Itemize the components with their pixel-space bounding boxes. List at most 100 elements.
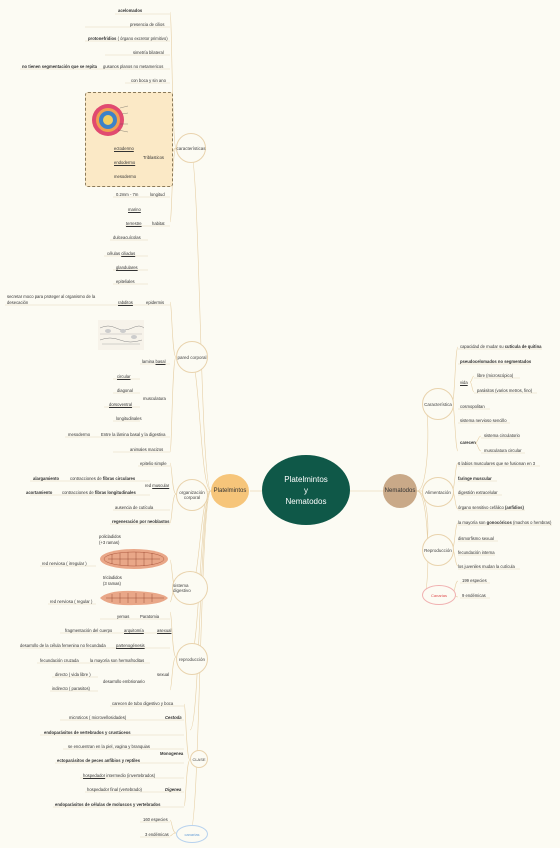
node-plat-canarias[interactable]: canarias: [176, 825, 208, 843]
node-caracteristicas[interactable]: características: [176, 133, 206, 163]
musculatura-longitudinales: longitudinales: [116, 416, 142, 421]
policladido-illustration: [100, 549, 168, 569]
acortamiento-label: acortamiento: [26, 490, 53, 495]
mesodermo-label: mesodermo: [68, 432, 91, 437]
capa-ectodermo: ectodermo: [114, 146, 134, 151]
plat-canarias-endemicas: 3 endémicas: [145, 832, 169, 837]
yemas: yemas: [117, 614, 130, 619]
nema-digestion: digestión extracelular: [458, 490, 498, 495]
node-nematodos[interactable]: Nematodos: [383, 474, 417, 508]
clase-item-5: ectoparásitos de peces anfibios y reptil…: [57, 758, 141, 763]
musculatura-label: musculatura: [143, 396, 166, 401]
epidermis-glandulares: glandulares: [116, 265, 138, 270]
digenea-label: Digenea: [165, 787, 182, 792]
regeneracion-neoblastos: regeneración por neoblastos: [112, 519, 170, 524]
node-sistema-digestivo[interactable]: sistema digestivo: [172, 571, 208, 605]
epidermis-illustration: [98, 320, 144, 350]
caract-item-acelomados: acelomados: [118, 8, 143, 13]
habitat-label: habitat: [152, 221, 165, 226]
nema-sistema-circulatorio: sistema circulatorio: [484, 433, 520, 438]
nema-sistema-nervioso: sistema nervioso sencillo: [460, 418, 507, 423]
caract-item-boca: con boca y sin ano: [131, 78, 166, 83]
caract-item-gusanos: gusanos planos no metamericos: [103, 64, 164, 69]
contracciones-longitudinales: contracciones de fibras longitudinales: [62, 490, 136, 495]
triblastic-diagram-illustration: [92, 104, 129, 136]
lamina-basal: lamina basal: [142, 359, 166, 364]
nema-musculatura-circular: musculatura circular: [484, 448, 522, 453]
monogenea-label: Monogenea: [160, 751, 184, 756]
fragmentacion: fragmentación del cuerpo: [65, 628, 113, 633]
desarrollo-femenina: desarrollo de la célula femenina no fecu…: [20, 643, 106, 648]
red-nerviosa-irregular: red nerviosa ( irregular ): [42, 561, 87, 566]
contracciones-circulares: contracciones de fibras circulares: [70, 476, 136, 481]
longitud-label: longitud: [150, 192, 165, 197]
capa-endodermo: endodermo: [114, 160, 136, 165]
red-muscular: red muscular: [145, 483, 170, 488]
ausencia-cuticula: ausencia de cutícula: [115, 505, 154, 510]
desarrollo-embrionario: desarrollo embrionario: [103, 679, 145, 684]
node-reproduccion[interactable]: reproducción: [176, 643, 208, 675]
nema-canarias-endemicas: 9 endémicas: [462, 593, 486, 598]
habitat-marino: marino: [128, 207, 141, 212]
entre-lamina: Entre la lámina basal y la digestiva: [101, 432, 166, 437]
node-nema-canarias[interactable]: Canarias: [422, 585, 456, 605]
clase-item-8: endoparásitos de células de moluscos y v…: [55, 802, 161, 807]
caract-item-cilios: presencia de cilios: [130, 22, 165, 27]
nema-organo-sensitivo: órgano sensitivo cefálico (anfidios): [458, 505, 524, 510]
node-platelmintos[interactable]: Platelmintos: [211, 474, 249, 508]
nema-vida-parasitos: parásitos (varios metros, fino): [477, 388, 533, 393]
plat-canarias-especies: 160 especies: [143, 817, 168, 822]
node-nema-caracteristica[interactable]: Característica: [422, 388, 454, 420]
epidermis-epiteliales: epiteliales: [116, 279, 135, 284]
policladidos-label: policladidos(+3 ramas): [99, 534, 121, 545]
nema-pseudocelomados: pseudocelomados no segmentados: [460, 359, 532, 364]
nema-cuticula: capacidad de mudar su cutícula de quitin…: [460, 344, 542, 349]
nema-vida-libre: libre (microscópico): [477, 373, 514, 378]
arquitomia: arquitomía: [124, 628, 144, 633]
nema-vida-label: vida: [460, 380, 468, 385]
habitat-dulceacuicolas: dulceacuícolas: [113, 235, 141, 240]
nema-juveniles: los juveniles mudan la cutícula: [458, 564, 515, 569]
epidermis-rabditos: rabditos: [118, 300, 133, 305]
tricladidos-label: tricladidos(3 ramas): [103, 575, 122, 586]
partenogenesis: partenogénesis: [116, 643, 145, 648]
node-nema-reproduccion[interactable]: Reproducción: [422, 534, 454, 566]
nema-dimorfismo: dismorfismo sexual: [458, 536, 494, 541]
capa-mesodermo: mesodermo: [114, 174, 137, 179]
nema-cosmopolitan: cosmopolitan: [460, 404, 485, 409]
triblasticos-label: Triblasticos: [143, 155, 165, 160]
cestoda-label: Cestoda: [165, 715, 182, 720]
node-nema-alimentacion[interactable]: Alimentación: [422, 477, 454, 507]
nema-faringe: faringe muscular: [458, 476, 492, 481]
epidermis-moco: secretar moco para proteger al organismo…: [7, 294, 96, 305]
fecundacion-cruzada: fecundación cruzada: [40, 658, 79, 663]
nema-carecen-label: carecen: [460, 440, 476, 445]
caract-item-simetria: simetría bilateral: [133, 50, 164, 55]
indirecto-parasitos: indirecto ( parasitos): [52, 686, 90, 691]
epitelio-simple: epitelio simple: [140, 461, 167, 466]
directo-vida-libre: directo ( vida libre ): [55, 672, 91, 677]
hermafroditas: la mayoría son hermafroditas: [90, 658, 145, 663]
nema-gonocoricos: la mayoría son gonocóricos (machos o hem…: [458, 520, 552, 525]
central-topic[interactable]: Platelmintos y Nematodos: [262, 455, 350, 525]
nema-canarias-especies: 199 especies: [462, 578, 487, 583]
node-clase[interactable]: CLASE: [190, 750, 208, 768]
clase-item-3: endoparásitos de vertebrados y crustáceo…: [44, 730, 131, 735]
musculatura-circular: circular: [117, 374, 131, 379]
nema-labios: 6 labios musculares que se fusionan en 3: [458, 461, 536, 466]
node-pared-corporal[interactable]: pared corporal: [176, 341, 208, 373]
longitud-value: 0.2mm - 7m: [116, 192, 139, 197]
alargamiento-label: alargamiento: [33, 476, 60, 481]
paratomia: Paratomia: [140, 614, 160, 619]
clase-item-7: hospedador final (vertebrado): [87, 787, 142, 792]
musculatura-diagonal: diagonal: [117, 388, 133, 393]
clase-item-1: carecen de tubo digestivo y boca: [112, 701, 174, 706]
habitat-terrestre: terrestre: [126, 221, 142, 226]
clase-item-6: hospedador intermedio (invertebrados): [83, 773, 156, 778]
animales-macizos: animales macizos: [130, 447, 164, 452]
sexual-label: sexual: [157, 672, 170, 677]
nema-fecundacion: fecundación interna: [458, 550, 495, 555]
red-nerviosa-regular: red nerviosa ( regular ): [50, 599, 93, 604]
